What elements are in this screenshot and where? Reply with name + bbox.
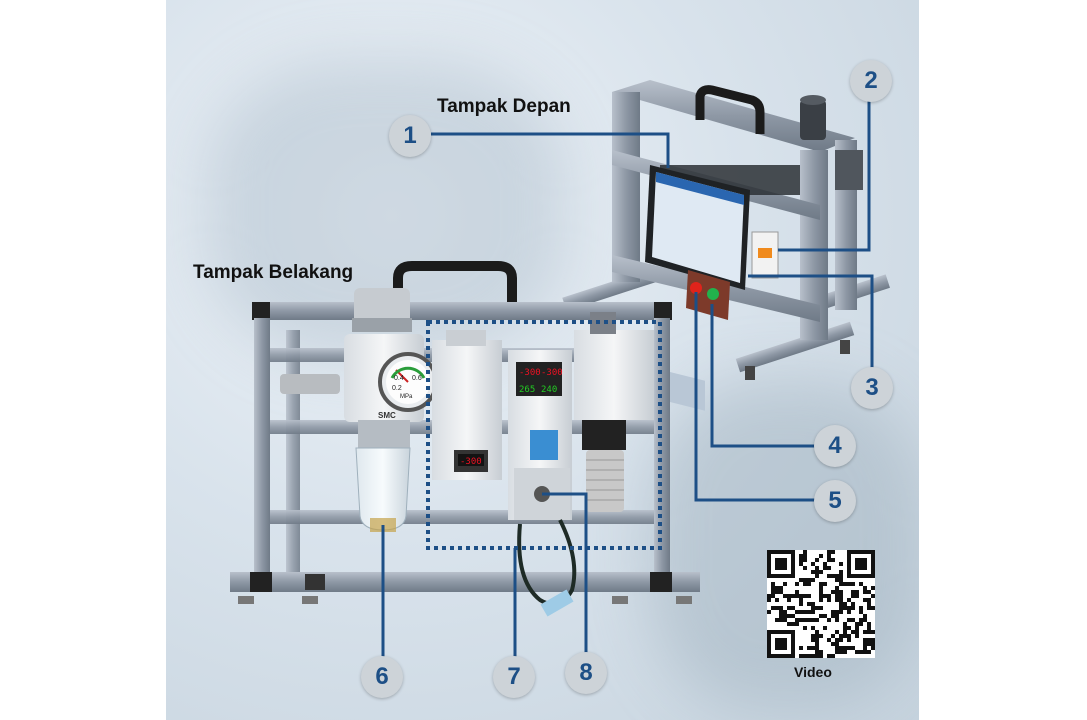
gauge-tick-2: 0.6 — [412, 375, 422, 382]
video-label: Video — [794, 664, 832, 680]
callout-2: 2 — [850, 60, 892, 102]
sensor-reading-2: -300 — [541, 368, 563, 378]
callout-5: 5 — [814, 480, 856, 522]
front-view-label: Tampak Depan — [437, 96, 571, 117]
callout-4: 4 — [814, 425, 856, 467]
rear-view-label: Tampak Belakang — [193, 262, 354, 283]
sensor-reading-4: 240 — [541, 385, 557, 395]
gauge-tick-1: 0.4 — [394, 375, 404, 382]
gauge-tick-3: 0.2 — [392, 385, 402, 392]
qr-code-icon[interactable] — [767, 550, 875, 658]
sensor-reading-1: -300 — [519, 368, 541, 378]
frl-brand: SMC — [378, 411, 396, 420]
callout-lines — [381, 100, 874, 660]
callout-1: 1 — [389, 115, 431, 157]
callout-7: 7 — [493, 656, 535, 698]
rear-view-trainer: 0.4 0.6 0.2 MPa SMC -300 -300 265 -300 2… — [230, 261, 700, 617]
sensor-reading-3: 265 — [519, 385, 535, 395]
callout-8: 8 — [565, 652, 607, 694]
module-highlight-box — [426, 320, 662, 550]
callout-6: 6 — [361, 656, 403, 698]
gauge-unit: MPa — [400, 394, 413, 400]
callout-3: 3 — [851, 367, 893, 409]
svg-text:-300: -300 — [460, 457, 482, 467]
